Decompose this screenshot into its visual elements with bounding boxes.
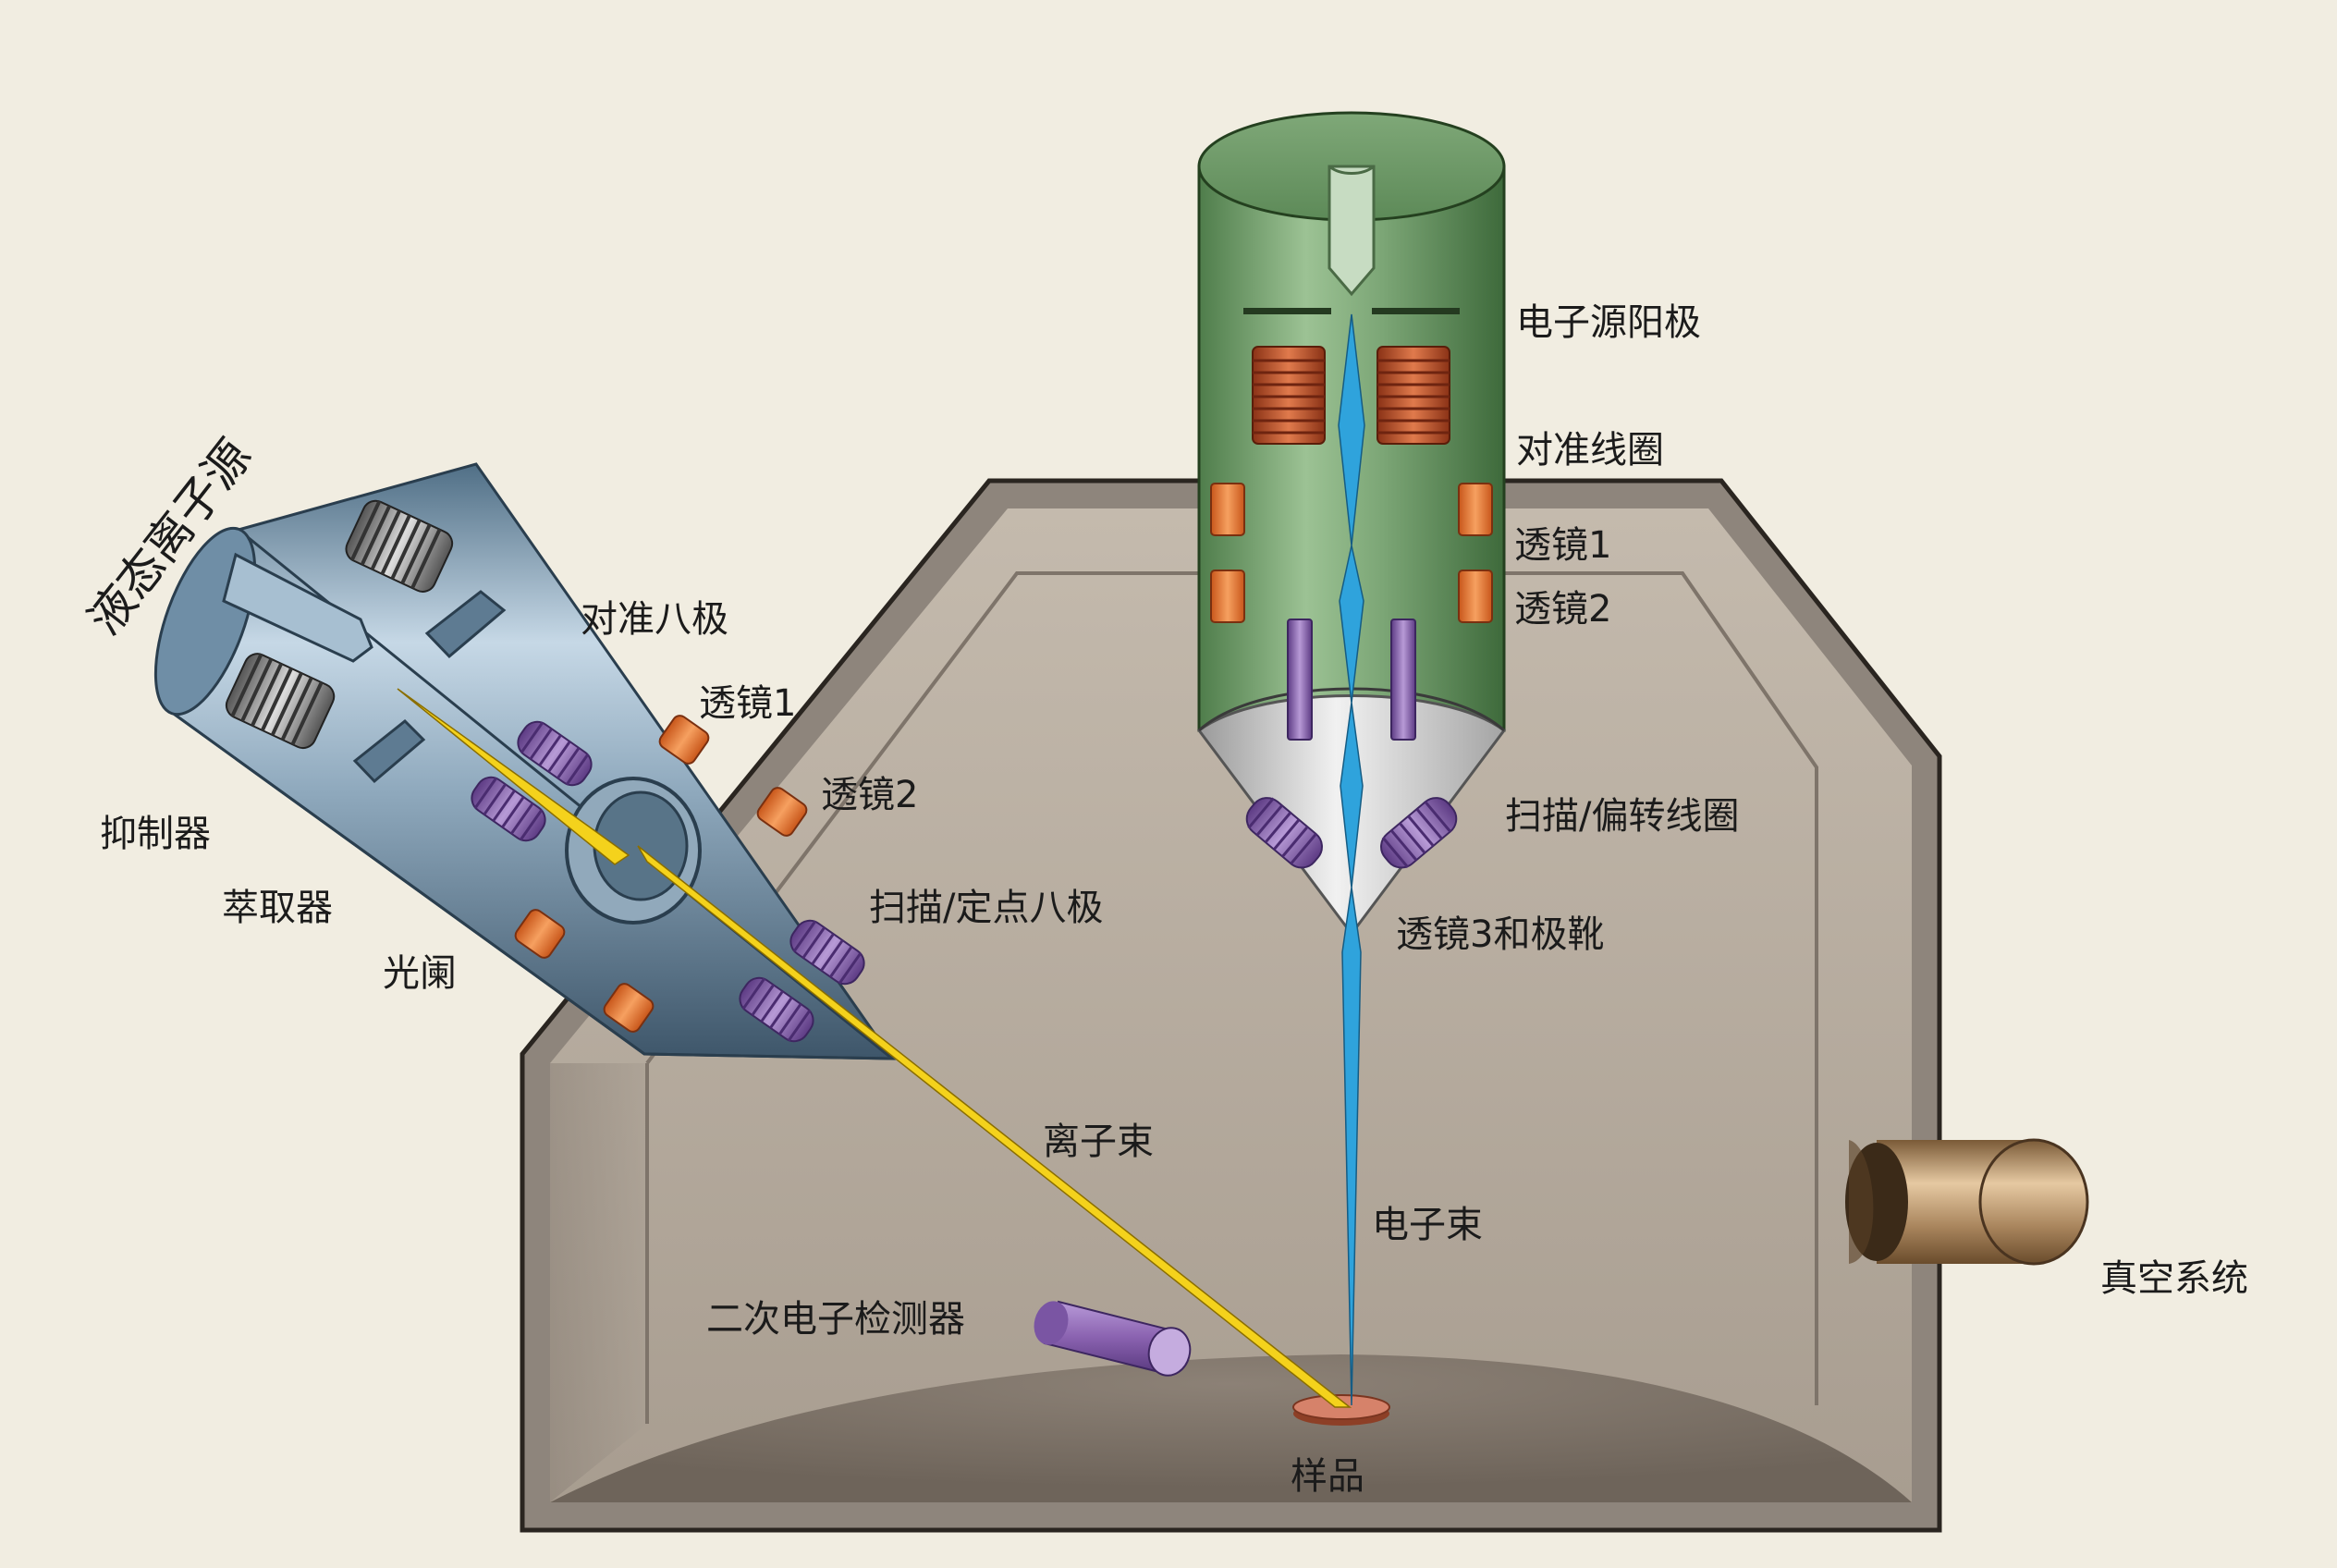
anode-plate-right: [1372, 308, 1460, 314]
label-lens3-pole-piece: 透镜3和极靴: [1396, 913, 1604, 956]
label-scan-deflection-coil: 扫描/偏转线圈: [1505, 795, 1739, 838]
ion-beam: [397, 688, 1352, 1408]
ion-source-coil-top: [345, 499, 454, 593]
label-ion-beam: 离子束: [1043, 1121, 1154, 1163]
fib-aperture-lens-2: [603, 983, 655, 1033]
sem-lens1-right: [1458, 483, 1493, 536]
vacuum-chamber: [520, 478, 1942, 1533]
fib-lens1: [658, 715, 710, 765]
scan-coil-right: [1380, 797, 1458, 869]
electron-column: [1196, 111, 1507, 937]
electron-beam: [1338, 313, 1365, 1406]
extractor-plate: [352, 718, 426, 784]
alignment-octupole-coil-2: [471, 776, 546, 842]
sem-deflector-left: [1287, 619, 1313, 741]
sem-deflector-right: [1390, 619, 1416, 741]
sem-lens1-left: [1210, 483, 1245, 536]
scan-octupole-coil-1: [789, 919, 865, 986]
label-aperture: 光阑: [383, 952, 457, 995]
label-alignment-octupole: 对准八极: [581, 598, 728, 641]
alignment-octupole-coil-1: [517, 720, 593, 787]
scan-octupole-coil-2: [739, 976, 814, 1043]
aperture-ring: [565, 777, 702, 925]
secondary-electron-detector: [1034, 1300, 1192, 1377]
suppressor-plate: [424, 590, 507, 659]
label-sem-lens2: 透镜2: [1514, 588, 1611, 631]
label-suppressor: 抑制器: [100, 813, 211, 855]
fib-lens2: [756, 787, 808, 837]
label-scan-spot-octupole: 扫描/定点八极: [869, 887, 1103, 929]
electron-source-tip: [1328, 165, 1376, 297]
sample: [1292, 1394, 1390, 1426]
label-sample: 样品: [1291, 1455, 1364, 1498]
anode-plate-left: [1243, 308, 1331, 314]
label-sem-lens1: 透镜1: [1514, 524, 1611, 567]
label-extractor: 萃取器: [222, 887, 333, 929]
alignment-coil-left: [1252, 346, 1326, 445]
ion-source-coil-bottom: [225, 653, 336, 750]
ion-source-needle: [222, 552, 373, 663]
scan-coil-left: [1245, 797, 1323, 869]
sem-lens2-right: [1458, 570, 1493, 623]
label-electron-beam: 电子束: [1372, 1204, 1483, 1246]
label-vacuum-system: 真空系统: [2100, 1257, 2248, 1300]
alignment-coil-right: [1377, 346, 1450, 445]
vacuum-pipe: [1845, 1138, 2089, 1266]
label-secondary-electron-detector: 二次电子检测器: [706, 1298, 965, 1341]
fib-aperture-lens-1: [514, 909, 566, 959]
label-fib-lens2: 透镜2: [821, 774, 918, 816]
label-fib-lens1: 透镜1: [699, 682, 796, 725]
label-electron-source-anode: 电子源阳极: [1516, 301, 1701, 344]
label-alignment-coil: 对准线圈: [1516, 429, 1664, 472]
sem-lens2-left: [1210, 570, 1245, 623]
